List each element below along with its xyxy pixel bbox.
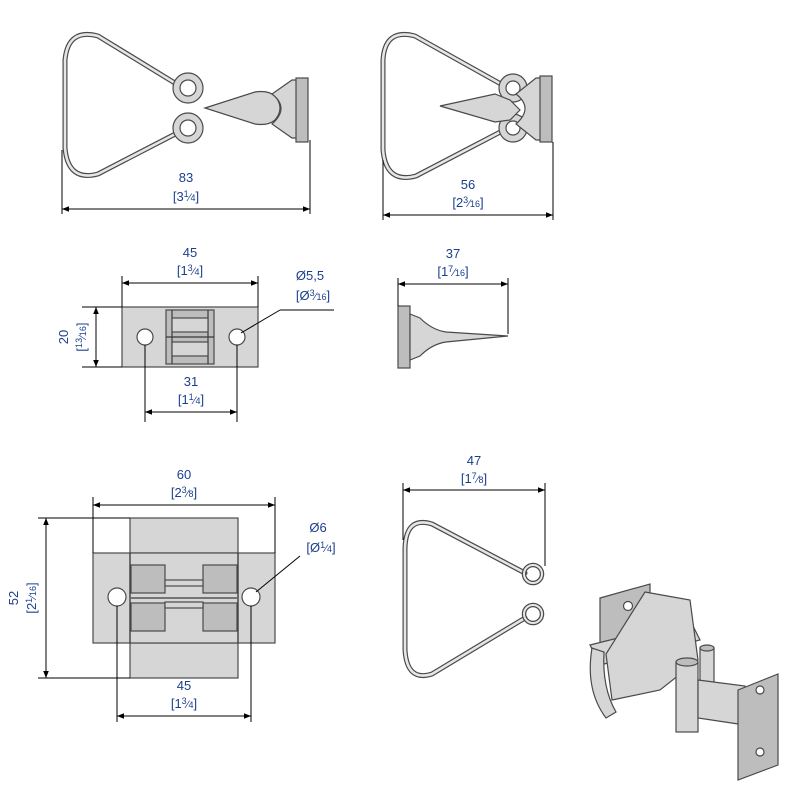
dim-20-inch: [13⁄16] — [74, 322, 89, 351]
dimension-labels: 83 [31⁄4] 56 [23⁄16] 45 [13⁄4] Ø5,5 [Ø3⁄… — [6, 170, 487, 711]
dim-60-inch: [23⁄8] — [171, 485, 197, 500]
dim-52-mm: 52 — [6, 591, 21, 605]
dim-56-mm: 56 — [461, 177, 475, 192]
dim-56-inch: [23⁄16] — [452, 195, 483, 210]
dim-45-inch-top: [13⁄4] — [177, 263, 203, 278]
dimension-lines — [38, 140, 554, 722]
isometric-assembly-view — [589, 583, 779, 781]
dim-37-mm: 37 — [446, 246, 460, 261]
dim-45-mm-top: 45 — [183, 245, 197, 260]
dim-83-mm: 83 — [179, 170, 193, 185]
hook-closed-side-view — [62, 32, 309, 178]
dim-31-inch: [11⁄4] — [178, 392, 204, 407]
dim-45-inch-bottom: [13⁄4] — [171, 696, 197, 711]
catch-side-view — [397, 305, 509, 369]
dim-47-inch: [17⁄8] — [461, 471, 487, 486]
dim-60-mm: 60 — [177, 467, 191, 482]
base-plate-top-view — [121, 306, 259, 368]
dim-47-mm: 47 — [467, 453, 481, 468]
dim-45-mm-bottom: 45 — [177, 678, 191, 693]
dim-31-mm: 31 — [184, 374, 198, 389]
dim-hole-6-inch: [Ø1⁄4] — [306, 540, 335, 555]
dim-37-inch: [17⁄16] — [437, 264, 468, 279]
dim-hole-5-5-mm: Ø5,5 — [296, 268, 324, 283]
hinge-plate-top-view — [92, 517, 276, 679]
dim-52-inch: [21⁄16] — [24, 582, 39, 613]
dim-83-inch: [31⁄4] — [173, 189, 199, 204]
hook-open-side-view — [380, 32, 553, 180]
dim-hole-6-mm: Ø6 — [309, 520, 326, 535]
wire-loop-view — [402, 520, 545, 678]
dim-20-mm: 20 — [56, 330, 71, 344]
dim-hole-5-5-inch: [Ø3⁄16] — [296, 288, 330, 303]
